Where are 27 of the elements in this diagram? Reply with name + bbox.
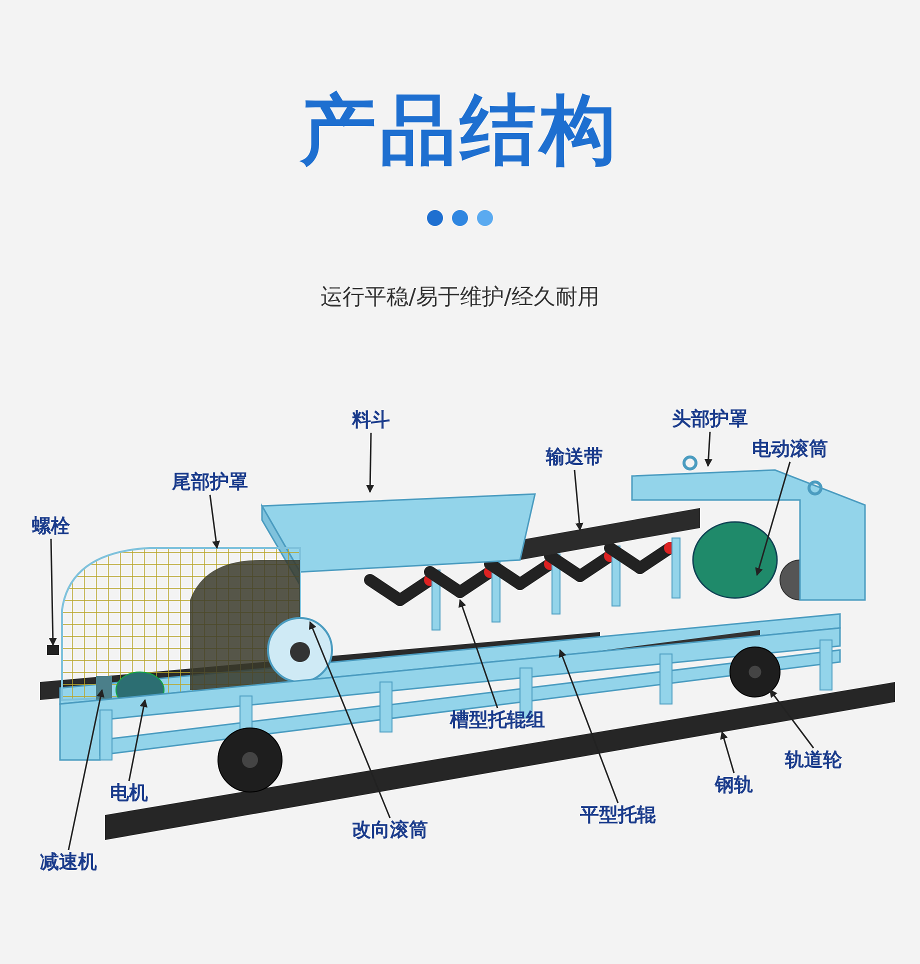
part-label: 平型托辊 bbox=[580, 805, 656, 826]
part-label: 尾部护罩 bbox=[172, 472, 248, 493]
part-label: 槽型托辊组 bbox=[450, 710, 545, 731]
leader-line bbox=[704, 432, 712, 467]
subtitle: 运行平稳/易于维护/经久耐用 bbox=[320, 284, 600, 312]
part-label: 改向滚筒 bbox=[352, 820, 428, 841]
part-label: 电动滚筒 bbox=[752, 439, 828, 460]
leader-line bbox=[574, 470, 584, 531]
leader-line bbox=[558, 649, 619, 804]
leader-line bbox=[769, 689, 814, 748]
part-label: 输送带 bbox=[546, 447, 603, 468]
part-label: 减速机 bbox=[40, 852, 97, 873]
leader-line bbox=[755, 462, 791, 576]
leader-line bbox=[366, 432, 374, 493]
part-label: 螺栓 bbox=[32, 516, 70, 537]
part-label: 料斗 bbox=[352, 410, 390, 431]
part-label: 头部护罩 bbox=[672, 409, 748, 430]
leader-line bbox=[48, 538, 57, 646]
leader-line bbox=[209, 494, 220, 549]
leader-line bbox=[128, 699, 148, 782]
page-title: 产品结构 bbox=[298, 92, 621, 168]
part-label: 轨道轮 bbox=[785, 750, 842, 771]
leader-line bbox=[68, 689, 104, 850]
part-label: 钢轨 bbox=[715, 775, 753, 796]
leader-line bbox=[308, 621, 391, 818]
leader-line bbox=[720, 731, 735, 774]
part-label: 电机 bbox=[110, 783, 148, 804]
